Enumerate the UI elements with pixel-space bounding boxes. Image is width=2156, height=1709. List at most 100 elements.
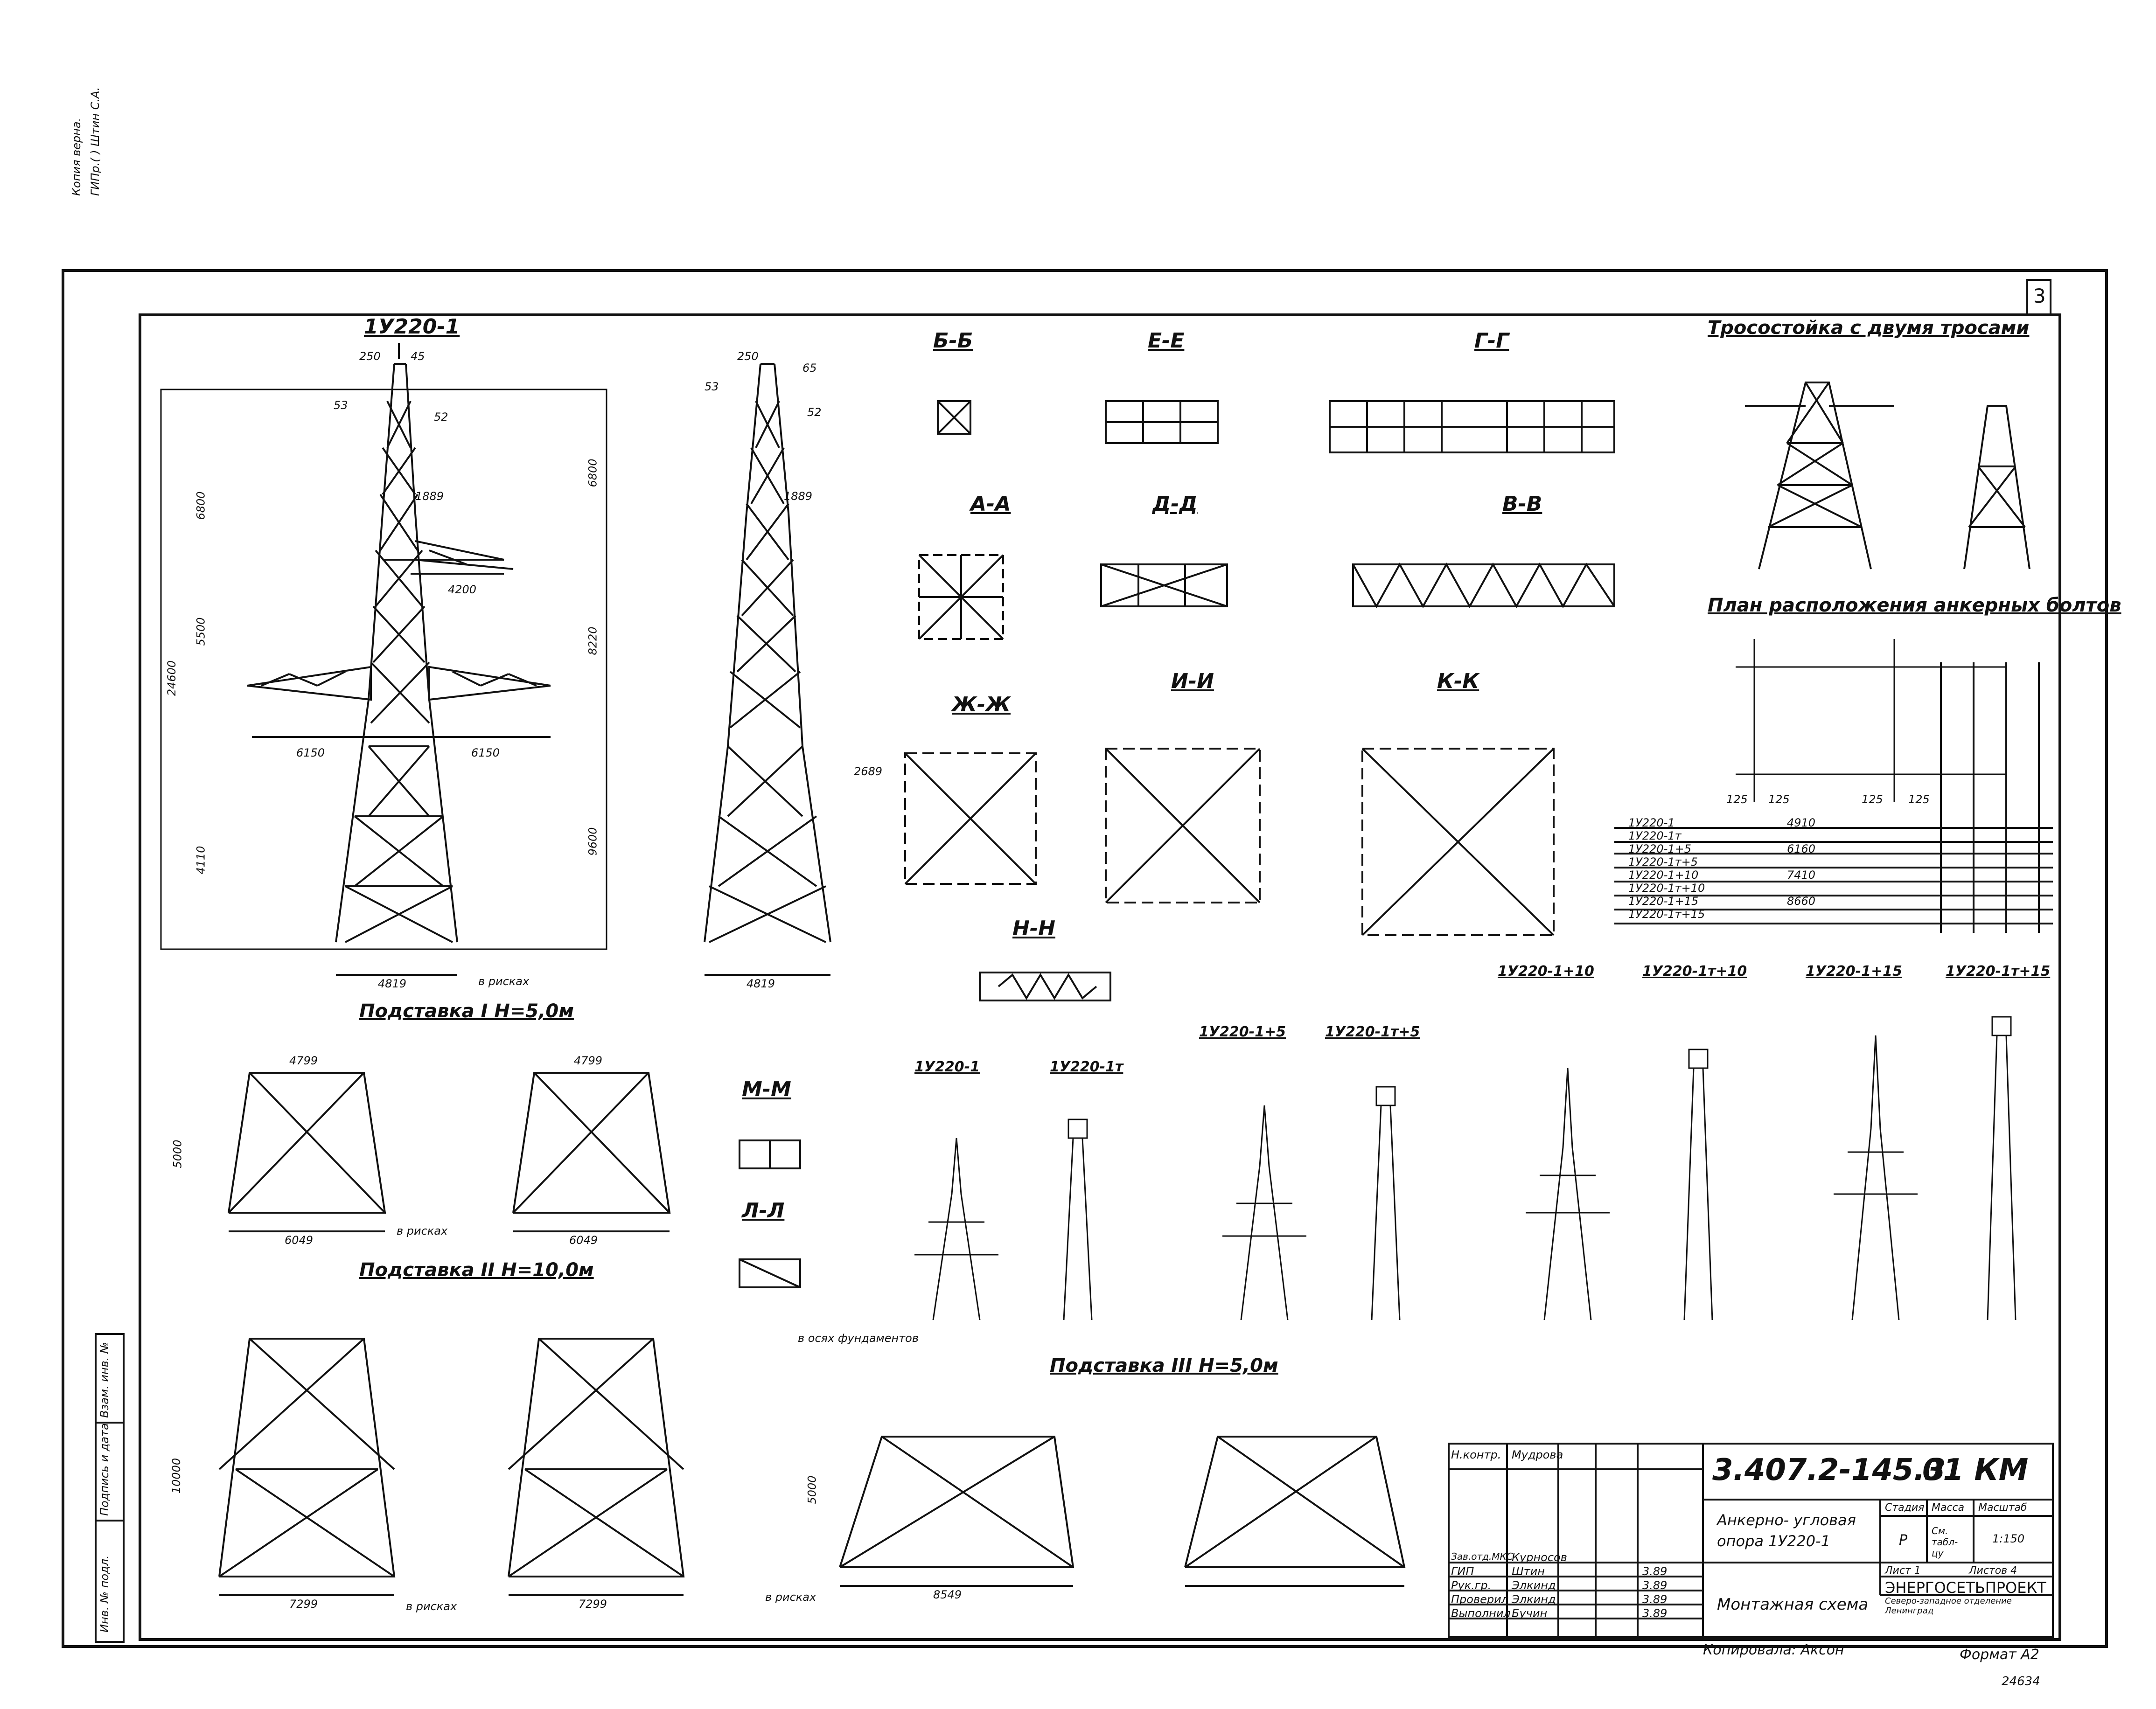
side-field-replace: Взам. инв. № bbox=[98, 1342, 111, 1418]
section-zh-zh bbox=[904, 752, 1037, 885]
dim: 10000 bbox=[170, 1458, 183, 1494]
dim: 9600 bbox=[586, 827, 600, 856]
tb-org-sub: Северо-западное отделение Ленинград bbox=[1885, 1596, 2012, 1616]
sheet-number: 3 bbox=[2033, 285, 2046, 307]
dim: 53 bbox=[334, 399, 348, 412]
dim: 4110 bbox=[194, 846, 208, 875]
tb-name: Курносов bbox=[1512, 1551, 1567, 1564]
dim: 5000 bbox=[805, 1475, 819, 1504]
tb-org: ЭНЕРГОСЕТЬПРОЕКТ bbox=[1885, 1579, 2046, 1597]
tb-doc-code: 3.407.2-145.3 bbox=[1712, 1453, 1946, 1487]
dim: 53 bbox=[705, 380, 719, 393]
tb-date: 3.89 bbox=[1642, 1579, 1668, 1592]
dim: 4799 bbox=[289, 1054, 318, 1067]
tb-role: Проверил bbox=[1451, 1593, 1509, 1606]
dim: 6049 bbox=[285, 1234, 314, 1247]
anchor-row: 1У220-1т bbox=[1628, 829, 1682, 842]
title-n-n: Н-Н bbox=[1012, 917, 1055, 940]
dim: 5500 bbox=[194, 617, 208, 646]
tb-name: Элкинд bbox=[1512, 1593, 1556, 1606]
dim: 6150 bbox=[296, 746, 325, 759]
tb-name: Мудрова bbox=[1512, 1448, 1563, 1461]
sheet-number-box bbox=[2026, 279, 2051, 316]
variant-title: 1У220-1 bbox=[914, 1059, 980, 1075]
tb-scale: 1:150 bbox=[1992, 1532, 2025, 1545]
title-base2: Подставка II Н=10,0м bbox=[359, 1259, 594, 1281]
anchor-value: 8660 bbox=[1787, 895, 1816, 908]
tb-date: 3.89 bbox=[1642, 1607, 1668, 1620]
dim: 2689 bbox=[854, 765, 883, 778]
title-b-b: Б-Б bbox=[933, 329, 973, 353]
note-v-riskakh: в рисках bbox=[406, 1600, 457, 1613]
tb-object-name: Анкерно- угловая bbox=[1717, 1511, 1856, 1529]
section-k-k bbox=[1361, 748, 1555, 936]
base2-views bbox=[218, 1338, 685, 1596]
section-i-i bbox=[1105, 748, 1261, 903]
note-v-riskakh: в рисках bbox=[397, 1224, 448, 1237]
dim: 7299 bbox=[289, 1598, 318, 1611]
dim: 6800 bbox=[586, 459, 600, 487]
anchor-row: 1У220-1+15 bbox=[1628, 895, 1699, 908]
anchor-value: 6160 bbox=[1787, 842, 1816, 855]
tb-format: Формат А2 bbox=[1960, 1646, 2039, 1663]
dim: 8549 bbox=[933, 1588, 962, 1601]
variant-title: 1У220-1+15 bbox=[1806, 963, 1902, 980]
title-block-frame bbox=[1448, 1443, 2054, 1638]
tb-date: 3.89 bbox=[1642, 1565, 1668, 1578]
outer-frame bbox=[62, 269, 2108, 1648]
anchor-row: 1У220-1т+10 bbox=[1628, 882, 1705, 895]
title-e-e: Е-Е bbox=[1148, 329, 1185, 353]
section-n-n bbox=[979, 972, 1111, 1001]
dim: 52 bbox=[434, 410, 448, 424]
dim: 4819 bbox=[378, 977, 407, 990]
tb-role: Н.контр. bbox=[1451, 1448, 1501, 1461]
anchor-plan bbox=[1614, 639, 2053, 933]
section-d-d bbox=[1100, 563, 1228, 607]
anchor-dim: 125 bbox=[1908, 793, 1930, 806]
main-tower-front bbox=[160, 343, 607, 976]
anchor-row: 1У220-1 bbox=[1628, 816, 1675, 829]
tb-role: Зав.отд.МКС bbox=[1451, 1551, 1513, 1562]
tb-stage: Р bbox=[1899, 1532, 1908, 1549]
side-field-inv: Инв. № подл. bbox=[98, 1555, 111, 1633]
dim: 24600 bbox=[165, 660, 179, 696]
dim: 6150 bbox=[471, 746, 500, 759]
note-v-riskakh: в рисках bbox=[765, 1591, 816, 1604]
title-base1: Подставка I Н=5,0м bbox=[359, 1000, 574, 1022]
copy-signature-note: ГИПр.( ) Штин С.А. bbox=[89, 87, 102, 196]
dim: 250 bbox=[359, 350, 381, 363]
tb-copied-by: Копировала: Аксон bbox=[1703, 1642, 1844, 1658]
dim: 4799 bbox=[574, 1054, 603, 1067]
tb-archive: 24634 bbox=[2002, 1674, 2040, 1688]
title-g-g: Г-Г bbox=[1474, 329, 1509, 353]
anchor-row: 1У220-1+5 bbox=[1628, 842, 1692, 855]
title-v-v: В-В bbox=[1502, 492, 1542, 516]
variant-title: 1У220-1т+15 bbox=[1946, 963, 2051, 980]
tb-sheet-code: 01 КМ bbox=[1922, 1453, 2029, 1487]
dim: 5000 bbox=[171, 1139, 184, 1168]
dim: 1889 bbox=[415, 490, 444, 503]
title-anchor-plan: План расположения анкерных болтов bbox=[1708, 595, 2121, 616]
anchor-row: 1У220-1т+15 bbox=[1628, 908, 1705, 921]
note-v-osyakh: в осях фундаментов bbox=[798, 1332, 919, 1345]
anchor-value: 4910 bbox=[1787, 816, 1816, 829]
tb-role: ГИП bbox=[1451, 1565, 1474, 1578]
tros-stoika bbox=[1745, 382, 2030, 570]
base3-views bbox=[839, 1436, 1406, 1587]
title-i-i: И-И bbox=[1171, 669, 1214, 693]
anchor-dim: 125 bbox=[1768, 793, 1790, 806]
title-zh-zh: Ж-Ж bbox=[952, 693, 1011, 716]
dim: 8220 bbox=[586, 626, 600, 655]
variant-title: 1У220-1+5 bbox=[1199, 1024, 1286, 1040]
title-a-a: А-А bbox=[970, 492, 1011, 516]
variant-title: 1У220-1т bbox=[1050, 1059, 1123, 1075]
dim: 52 bbox=[807, 406, 822, 419]
dim: 4200 bbox=[448, 583, 477, 596]
anchor-row: 1У220-1т+5 bbox=[1628, 855, 1698, 868]
variant-title: 1У220-1+10 bbox=[1498, 963, 1594, 980]
tb-role: Выполнил bbox=[1451, 1607, 1511, 1620]
dim: 65 bbox=[802, 361, 817, 375]
tb-name: Бучин bbox=[1512, 1607, 1548, 1620]
tb-sheets: Листов 4 bbox=[1969, 1565, 2017, 1577]
